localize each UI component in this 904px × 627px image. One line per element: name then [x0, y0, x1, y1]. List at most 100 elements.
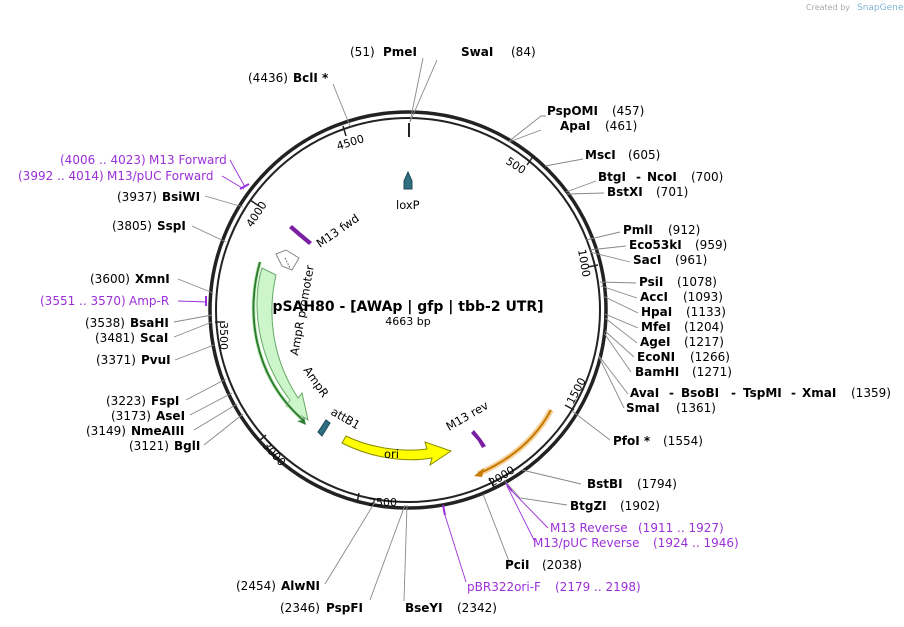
- fspi-name[interactable]: FspI: [151, 394, 179, 408]
- btgzi-name[interactable]: BtgZI: [570, 499, 607, 513]
- xmni-name[interactable]: XmnI: [135, 272, 170, 286]
- bsahi-leader: [173, 314, 213, 323]
- msci-name[interactable]: MscI: [585, 148, 616, 162]
- xmai-name[interactable]: XmaI: [802, 386, 836, 400]
- bstbi-name[interactable]: BstBI: [587, 477, 623, 491]
- psii-leader: [599, 281, 637, 284]
- feature-attb1[interactable]: attB1: [317, 404, 363, 437]
- m13-rev-arrow: [471, 430, 486, 448]
- pvui-name[interactable]: PvuI: [141, 353, 171, 367]
- m13-puc-forward-range: (3992 .. 4014): [18, 169, 104, 183]
- mfei-name[interactable]: MfeI: [641, 320, 671, 334]
- ampr-outer-arc: [252, 261, 304, 421]
- smai-name[interactable]: SmaI: [626, 401, 660, 415]
- bamhi-pos: (1271): [692, 365, 732, 379]
- bsahi-name[interactable]: BsaHI: [130, 316, 169, 330]
- eco53ki-name[interactable]: Eco53kI: [629, 238, 682, 252]
- btgi-name[interactable]: BtgI: [598, 170, 626, 184]
- pmli-name[interactable]: PmlI: [623, 223, 653, 237]
- saci-name[interactable]: SacI: [633, 253, 661, 267]
- snapgene-logo: SnapGene: [857, 3, 904, 13]
- asei-name[interactable]: AseI: [156, 409, 185, 423]
- scai-name[interactable]: ScaI: [140, 331, 168, 345]
- nmeaiii-pos: (3149): [86, 424, 126, 438]
- m13-puc-reverse-name[interactable]: M13/pUC Reverse: [533, 536, 640, 550]
- swai-pos: (84): [511, 45, 536, 59]
- acci-pos: (1093): [683, 290, 723, 304]
- pspfi-name[interactable]: PspFI: [326, 601, 363, 615]
- swai-name[interactable]: SwaI: [461, 45, 493, 59]
- nmeaiii-leader: [193, 403, 238, 431]
- econi-name[interactable]: EcoNI: [637, 350, 675, 364]
- bgli-name[interactable]: BglI: [174, 439, 200, 453]
- pmei-name[interactable]: PmeI: [383, 45, 417, 59]
- pfoi-name[interactable]: PfoI *: [613, 434, 651, 448]
- xmni-pos: (3600): [90, 272, 130, 286]
- bcli-pos: (4436): [248, 71, 288, 85]
- pmei-pos: (51): [350, 45, 375, 59]
- bsiwi-name[interactable]: BsiWI: [162, 190, 200, 204]
- amp-r-name[interactable]: Amp-R: [129, 294, 169, 308]
- alwni-name[interactable]: AlwNI: [281, 579, 320, 593]
- hpai-name[interactable]: HpaI: [641, 305, 672, 319]
- credit-prefix: Created by: [806, 3, 850, 12]
- backbone-circle: [208, 110, 608, 510]
- ampr-label: AmpR: [301, 364, 332, 400]
- bseyi-name[interactable]: BseYI: [405, 601, 443, 615]
- backbone-inner-circle: [215, 117, 601, 503]
- bstxi-name[interactable]: BstXI: [607, 185, 643, 199]
- pbr322ori-f-name[interactable]: pBR322ori-F: [467, 580, 541, 594]
- feature-m13-fwd[interactable]: M13 fwd: [289, 211, 362, 250]
- pspomi-pos: (457): [612, 104, 644, 118]
- m13-forward-name[interactable]: M13 Forward: [149, 153, 227, 167]
- bseyi-leader: [403, 504, 408, 602]
- bsobi-name[interactable]: BsoBI: [681, 386, 719, 400]
- agei-name[interactable]: AgeI: [640, 335, 670, 349]
- pbr322ori-f-range: (2179 .. 2198): [555, 580, 641, 594]
- smai-pos: (1361): [676, 401, 716, 415]
- m13-puc-reverse-leader: [506, 485, 536, 543]
- ncoi-name[interactable]: NcoI: [647, 170, 677, 184]
- bcli-name[interactable]: BclI *: [293, 71, 329, 85]
- pspomi-leader: [507, 115, 546, 143]
- avai-leader: [598, 355, 629, 395]
- tspmi-name[interactable]: TspMI: [743, 386, 782, 400]
- psii-name[interactable]: PsiI: [639, 275, 663, 289]
- alwni-pos: (2454): [236, 579, 276, 593]
- scai-pos: (3481): [95, 331, 135, 345]
- nmeaiii-name[interactable]: NmeAIII: [131, 424, 184, 438]
- tick-3500: 3500: [217, 322, 230, 350]
- bsiwi-leader: [204, 195, 244, 208]
- acci-name[interactable]: AccI: [640, 290, 668, 304]
- m13-puc-forward-leader: [221, 175, 245, 190]
- xmni-leader: [177, 278, 214, 294]
- m13-forward-range: (4006 .. 4023): [60, 153, 146, 167]
- btgi-pos: (700): [691, 170, 723, 184]
- m13-reverse-leader: [508, 487, 549, 529]
- avai-name[interactable]: AvaI: [630, 386, 659, 400]
- apai-name[interactable]: ApaI: [560, 119, 590, 133]
- btgzi-pos: (1902): [620, 499, 660, 513]
- feature-m13-rev[interactable]: M13 rev: [444, 398, 491, 448]
- pfoi-pos: (1554): [663, 434, 703, 448]
- sspi-name[interactable]: SspI: [157, 219, 186, 233]
- bstbi-pos: (1794): [637, 477, 677, 491]
- leader-lines: [173, 57, 639, 602]
- pspfi-leader: [369, 504, 406, 601]
- bamhi-name[interactable]: BamHI: [635, 365, 679, 379]
- ori-outer-arc-glow: [476, 408, 554, 477]
- pspomi-name[interactable]: PspOMI: [547, 104, 598, 118]
- attb1-label: attB1: [329, 404, 363, 432]
- m13-reverse-name[interactable]: M13 Reverse: [550, 521, 628, 535]
- tick-1000: 1000: [575, 248, 593, 278]
- asei-pos: (3173): [111, 409, 151, 423]
- pcii-pos: (2038): [542, 558, 582, 572]
- feature-ori[interactable]: ori: [341, 435, 453, 467]
- loxp-arrow: [403, 170, 413, 190]
- pcii-name[interactable]: PciI: [505, 558, 530, 572]
- smai-leader: [598, 356, 625, 409]
- m13-fwd-arrow: [289, 225, 312, 245]
- feature-loxp[interactable]: loxP: [396, 170, 420, 212]
- ampr-arrow: [256, 267, 309, 422]
- m13-puc-forward-name[interactable]: M13/pUC Forward: [107, 169, 214, 183]
